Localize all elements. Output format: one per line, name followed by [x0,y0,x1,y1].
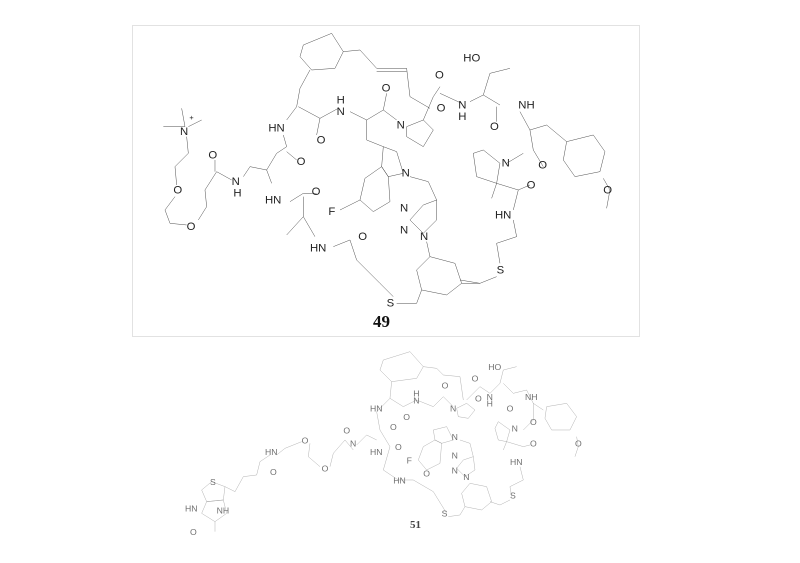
svg-text:H: H [233,188,241,200]
svg-text:O: O [475,394,482,404]
svg-text:O: O [302,435,309,445]
svg-text:H: H [458,111,466,123]
svg-text:N: N [400,203,408,215]
svg-text:O: O [442,380,449,390]
svg-text:O: O [423,469,430,479]
compound-51-structure: S HN NH O HN O O O O N HN O HN O HN O H … [185,351,582,537]
svg-text:N: N [512,424,518,434]
svg-text:O: O [527,179,536,191]
svg-text:HN: HN [265,447,278,457]
svg-text:O: O [190,527,197,537]
svg-text:HN: HN [393,475,406,485]
svg-text:N: N [458,99,466,111]
svg-text:N: N [502,158,510,170]
svg-text:O: O [472,374,479,384]
svg-text:S: S [497,264,505,276]
svg-text:N: N [350,439,356,449]
svg-text:N: N [413,395,419,405]
svg-text:O: O [530,439,537,449]
svg-text:S: S [387,298,395,310]
svg-text:O: O [297,156,306,168]
svg-text:O: O [507,404,514,414]
svg-text:N: N [402,168,410,180]
svg-text:HN: HN [510,457,523,467]
svg-text:H: H [413,389,419,399]
svg-text:O: O [390,422,397,432]
svg-text:O: O [437,103,446,115]
svg-text:N: N [452,465,458,475]
compound-49-structure: N + O O O N H O HN HN O HN O S [163,33,612,310]
svg-text:N: N [452,450,458,460]
svg-text:HN: HN [265,194,281,206]
compound-49-frame [132,25,640,337]
svg-text:N: N [463,472,469,482]
svg-text:HN: HN [370,404,383,414]
svg-text:S: S [442,509,448,519]
svg-text:NH: NH [518,99,534,111]
compound-49-label: 49 [373,312,390,331]
svg-text:H: H [337,94,345,106]
svg-text:O: O [490,121,499,133]
svg-text:NH: NH [525,392,538,402]
svg-text:HO: HO [463,53,480,65]
svg-text:N: N [400,224,408,236]
svg-text:+: + [189,113,193,122]
svg-text:HN: HN [370,447,383,457]
svg-text:S: S [510,490,516,500]
svg-text:O: O [270,467,277,477]
svg-text:O: O [382,83,391,95]
svg-text:H: H [487,399,493,409]
svg-text:N: N [232,176,240,188]
svg-text:N: N [397,119,405,131]
svg-text:HN: HN [268,123,284,135]
svg-text:O: O [208,149,217,161]
svg-text:HN: HN [185,504,198,514]
svg-text:O: O [312,186,321,198]
svg-text:HN: HN [310,243,326,255]
svg-text:O: O [530,417,537,427]
svg-text:HO: HO [488,362,501,372]
svg-text:O: O [403,412,410,422]
svg-text:O: O [435,69,444,81]
svg-text:N: N [450,404,456,414]
svg-text:O: O [603,184,612,196]
svg-text:F: F [328,206,335,218]
svg-text:O: O [322,464,329,474]
svg-text:N: N [180,126,188,138]
compound-51-label: 51 [410,519,421,531]
svg-text:O: O [343,425,350,435]
svg-text:O: O [358,231,367,243]
svg-text:O: O [538,159,547,171]
svg-text:N: N [337,106,345,118]
svg-text:O: O [395,442,402,452]
svg-text:O: O [317,134,326,146]
svg-text:HN: HN [495,209,511,221]
svg-text:O: O [187,221,196,233]
svg-text:NH: NH [217,505,230,515]
svg-text:N: N [420,231,428,243]
svg-text:N: N [487,392,493,402]
svg-text:F: F [407,455,412,465]
svg-text:O: O [173,184,182,196]
svg-text:S: S [210,477,216,487]
svg-text:O: O [575,439,582,449]
svg-text:N: N [452,432,458,442]
